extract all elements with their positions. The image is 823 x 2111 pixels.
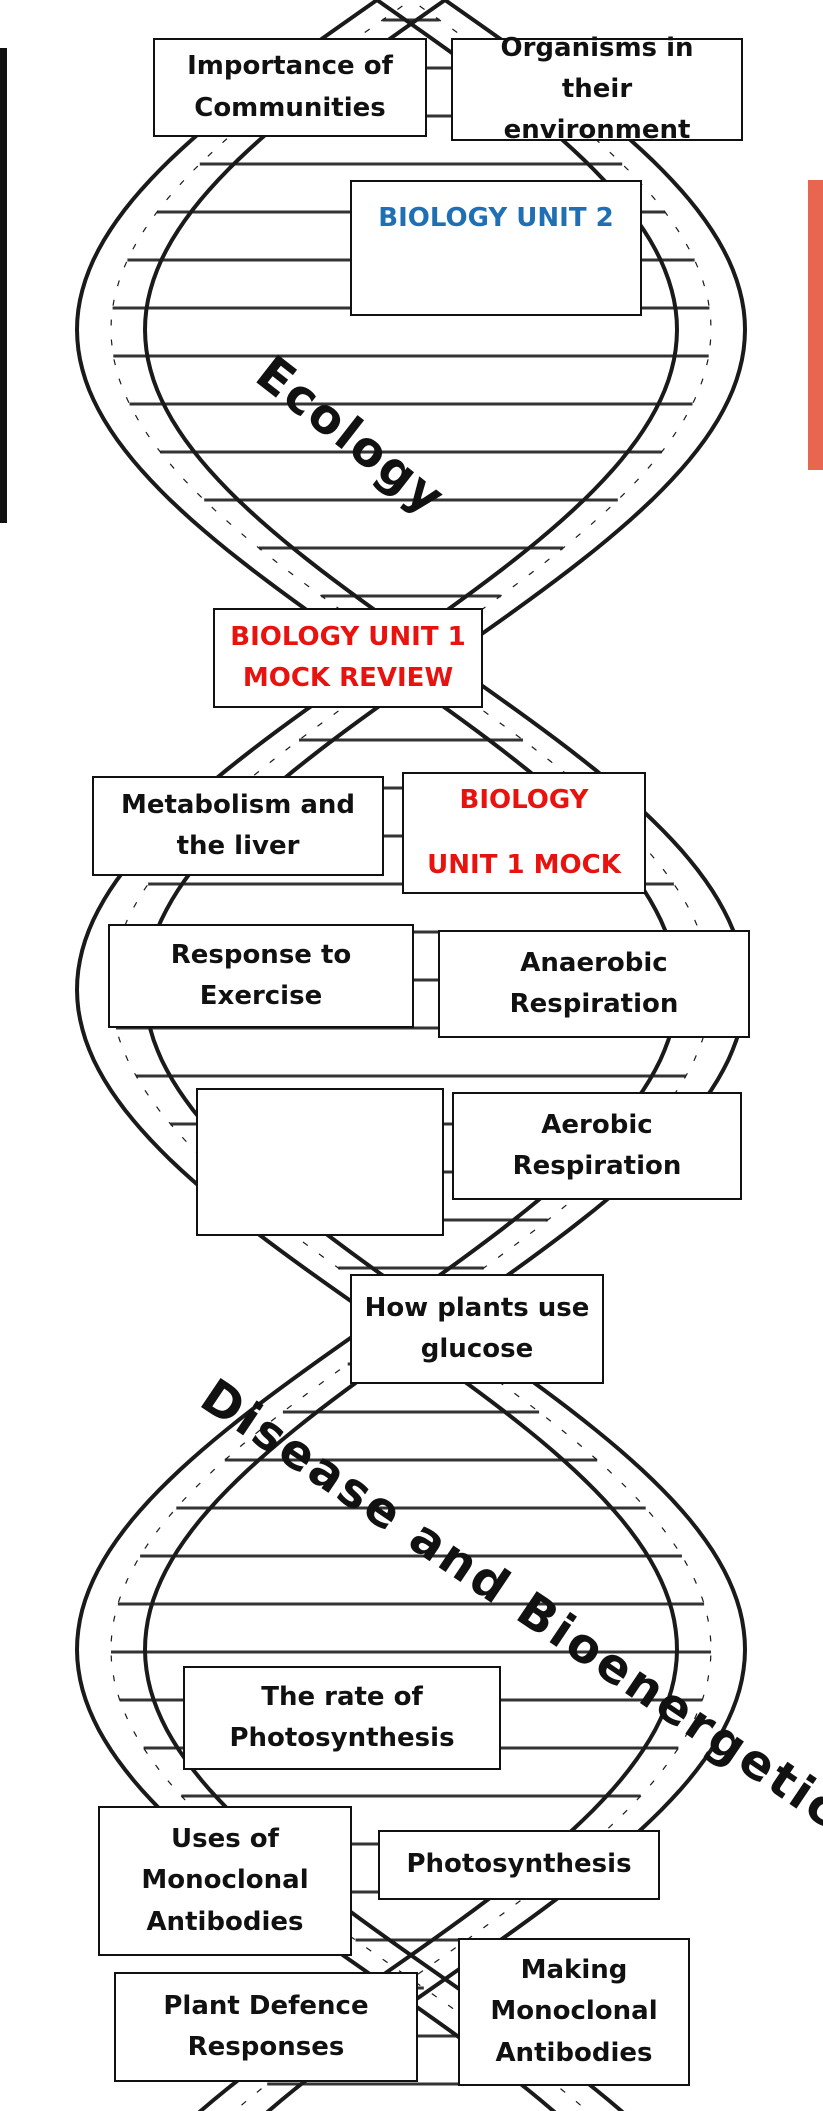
box-importance-of-communities-label: Importance of Communities <box>187 46 393 128</box>
box-uses-of-monoclonal-antibodies[interactable]: Uses of Monoclonal Antibodies <box>98 1806 352 1956</box>
box-aerobic-respiration[interactable]: Aerobic Respiration <box>452 1092 742 1200</box>
box-anaerobic-respiration-label: Anaerobic Respiration <box>510 943 679 1025</box>
box-response-to-exercise-label: Response to Exercise <box>171 935 352 1017</box>
box-organisms-in-their-environment-label: Organisms in their environment <box>461 28 733 151</box>
strand-a-line <box>111 0 711 2111</box>
box-importance-of-communities[interactable]: Importance of Communities <box>153 38 427 137</box>
box-plant-defence-responses-label: Plant Defence Responses <box>163 1986 368 2068</box>
box-metabolism-and-the-liver[interactable]: Metabolism and the liver <box>92 776 384 876</box>
strand-b-line <box>111 0 711 2111</box>
box-organisms-in-their-environment[interactable]: Organisms in their environment <box>451 38 743 141</box>
box-the-rate-of-photosynthesis[interactable]: The rate of Photosynthesis <box>183 1666 501 1770</box>
box-photosynthesis[interactable]: Photosynthesis <box>378 1830 660 1900</box>
strand-b-line <box>145 0 745 2111</box>
right-edge-red-tab <box>808 180 823 470</box>
box-anaerobic-respiration[interactable]: Anaerobic Respiration <box>438 930 750 1038</box>
box-biology-unit-1-mock[interactable]: BIOLOGY UNIT 1 MOCK <box>402 772 646 894</box>
box-making-the-most-of-photosynthesis[interactable] <box>196 1088 444 1236</box>
helix-rungs <box>111 20 711 2084</box>
box-uses-of-monoclonal-antibodies-label: Uses of Monoclonal Antibodies <box>141 1819 308 1942</box>
box-metabolism-and-the-liver-label: Metabolism and the liver <box>121 785 355 867</box>
box-biology-unit-2-label: BIOLOGY UNIT 2 <box>378 198 613 239</box>
box-biology-unit-1-mock-label: BIOLOGY UNIT 1 MOCK <box>427 768 621 898</box>
box-biology-unit-1-mock-review-label: BIOLOGY UNIT 1 MOCK REVIEW <box>230 617 465 699</box>
strand-b-line <box>77 0 677 2111</box>
box-how-plants-use-glucose[interactable]: How plants use glucose <box>350 1274 604 1384</box>
box-biology-unit-2[interactable]: BIOLOGY UNIT 2 <box>350 180 642 316</box>
strand-a-line <box>77 0 677 2111</box>
box-response-to-exercise[interactable]: Response to Exercise <box>108 924 414 1028</box>
box-plant-defence-responses[interactable]: Plant Defence Responses <box>114 1972 418 2082</box>
box-aerobic-respiration-label: Aerobic Respiration <box>513 1105 682 1187</box>
box-making-monoclonal-antibodies[interactable]: Making Monoclonal Antibodies <box>458 1938 690 2086</box>
helix-strands <box>77 0 745 2111</box>
box-how-plants-use-glucose-label: How plants use glucose <box>365 1288 590 1370</box>
box-making-monoclonal-antibodies-label: Making Monoclonal Antibodies <box>490 1950 657 2073</box>
strand-a-line <box>145 0 745 2111</box>
box-the-rate-of-photosynthesis-label: The rate of Photosynthesis <box>229 1677 454 1759</box>
left-edge-bar <box>0 48 7 523</box>
box-biology-unit-1-mock-review[interactable]: BIOLOGY UNIT 1 MOCK REVIEW <box>213 608 483 708</box>
box-photosynthesis-label: Photosynthesis <box>406 1844 631 1885</box>
